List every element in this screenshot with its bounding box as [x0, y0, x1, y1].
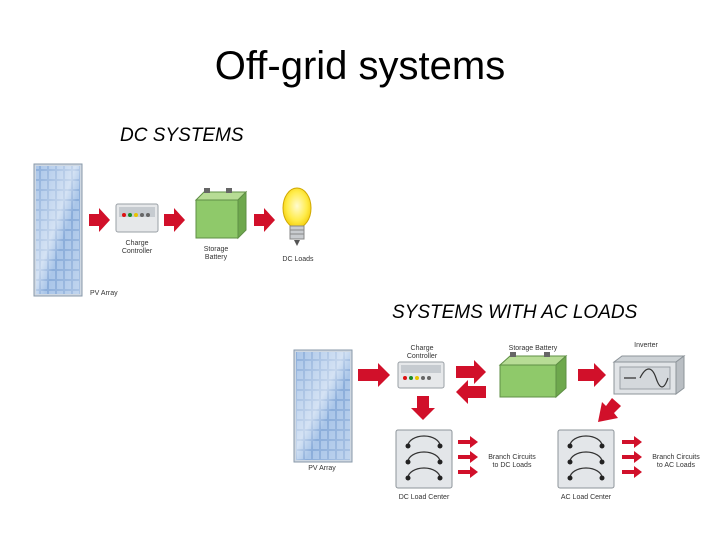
dc-loads-bulb	[282, 187, 312, 246]
ac-inverter	[612, 355, 686, 395]
ac-charge-controller	[397, 361, 445, 389]
dc-pv-array	[33, 163, 83, 297]
dc-load-center-label: DC Load Center	[398, 494, 450, 501]
dc-systems-heading: DC SYSTEMS	[120, 125, 244, 146]
ac-arrow-to-battery	[456, 360, 486, 384]
ac-arrow-pv	[358, 363, 390, 387]
dc-controller-label: Charge Controller	[121, 240, 153, 255]
dc-storage-battery	[194, 188, 248, 240]
dc-battery-label: Storage Battery	[203, 246, 229, 261]
ac-battery-label: Storage Battery	[508, 345, 558, 352]
ac-arrow-down-inverter	[598, 398, 621, 422]
dc-charge-controller	[115, 203, 159, 233]
dc-arrow-3	[254, 208, 275, 232]
ac-branch-arrows	[622, 436, 642, 478]
ac-arrow-down-controller	[411, 396, 435, 420]
ac-pv-array-label: PV Array	[308, 465, 336, 472]
ac-arrow-to-inverter	[578, 363, 606, 387]
dc-arrow-1	[89, 208, 110, 232]
dc-branch-arrows	[458, 436, 478, 478]
dc-load-center	[395, 429, 453, 489]
ac-systems-heading: SYSTEMS WITH AC LOADS	[392, 302, 638, 323]
page-title: Off-grid systems	[214, 44, 506, 88]
ac-arrow-from-battery	[456, 380, 486, 404]
dc-pv-array-label: PV Array	[90, 290, 118, 297]
dc-loads-label: DC Loads	[282, 256, 314, 263]
ac-branch-label: Branch Circuits to AC Loads	[652, 454, 700, 469]
ac-load-center-label: AC Load Center	[560, 494, 612, 501]
ac-controller-label: Charge Controller	[406, 345, 438, 360]
ac-load-center	[557, 429, 615, 489]
ac-inverter-label: Inverter	[634, 342, 658, 349]
dc-arrow-2	[164, 208, 185, 232]
ac-pv-array	[293, 349, 353, 463]
ac-storage-battery	[498, 352, 568, 399]
dc-branch-label: Branch Circuits to DC Loads	[488, 454, 536, 469]
